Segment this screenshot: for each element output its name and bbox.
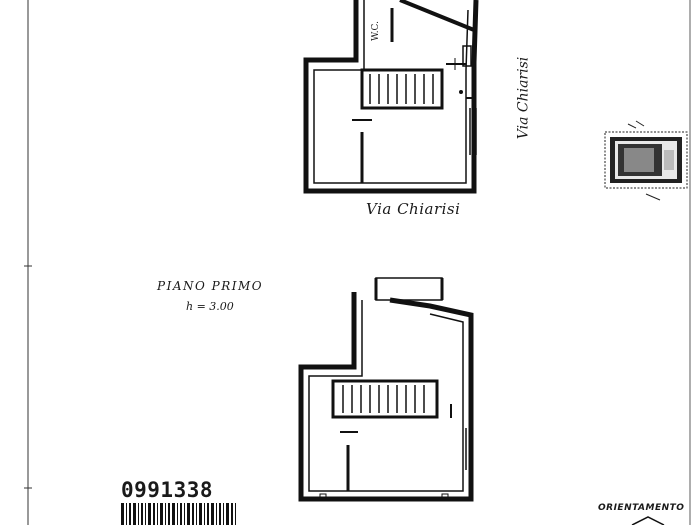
- revenue-stamp: [604, 120, 688, 201]
- orientation-label: ORIENTAMENTO: [598, 503, 685, 513]
- floor-height: h = 3.00: [186, 300, 234, 313]
- street-label-side: Via Chiarisi: [515, 56, 532, 140]
- margin-guides: [24, 0, 691, 525]
- lower-outer-wall: [298, 292, 474, 502]
- orientation-arrow-icon: [631, 516, 665, 525]
- balcony: [375, 277, 443, 301]
- document-number: 0991338: [121, 478, 214, 502]
- upper-outer-wall: [303, 0, 479, 194]
- lower-inner-wall: [308, 300, 464, 492]
- lower-staircase: [331, 379, 439, 419]
- floor-title: PIANO PRIMO: [157, 279, 264, 293]
- lower-floor-plan: [298, 277, 474, 502]
- upper-staircase: [360, 68, 444, 110]
- street-label-bottom: Via Chiarisi: [366, 200, 461, 218]
- upper-floor-plan: [303, 0, 479, 194]
- wc-room-label: W.C.: [370, 21, 381, 41]
- barcode: [121, 503, 236, 525]
